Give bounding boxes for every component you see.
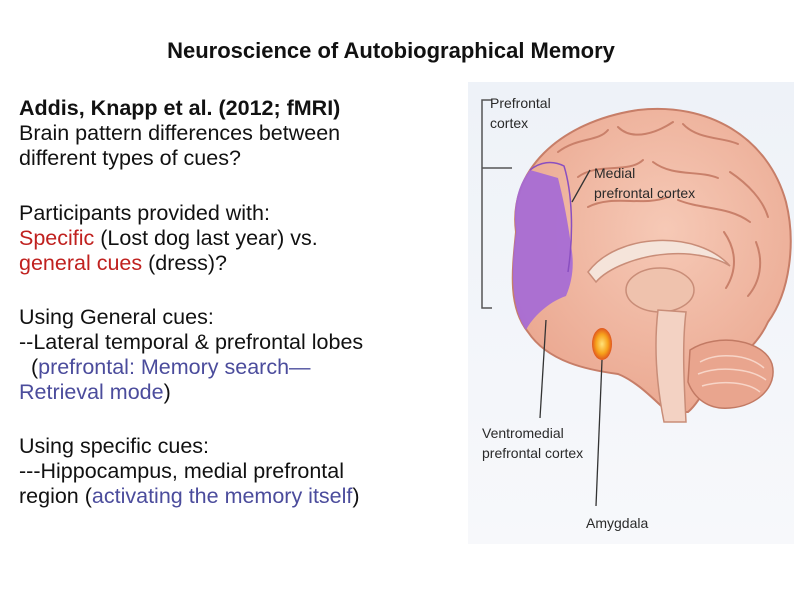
indent-open-paren: ( [19,355,39,379]
brain-illustration: Prefrontal cortex Medial prefrontal cort… [468,82,794,544]
prefrontal-region [512,170,573,330]
prefrontal-label-1: Prefrontal [490,95,551,111]
general-cues-line-3: Retrieval mode) [19,380,469,405]
study-block: Addis, Knapp et al. (2012; fMRI) Brain p… [19,96,469,171]
close-paren-2: ) [352,484,360,508]
general-label: general cues [19,251,143,275]
prefrontal-bracket [481,99,512,309]
general-line: general cues (dress)? [19,251,469,276]
gyri-pattern [557,121,769,297]
corpus-callosum [587,239,731,284]
study-question-line-2: different types of cues? [19,146,241,170]
general-cues-heading: Using General cues: [19,305,214,329]
specific-cues-heading: Using specific cues: [19,434,209,458]
general-example: (dress)? [142,251,227,275]
medial-pointer [571,169,591,203]
specific-example: (Lost dog last year) vs. [94,226,318,250]
medial-label-2: prefrontal cortex [594,185,695,201]
retrieval-mode: Retrieval mode [19,380,164,404]
specific-cues-line-1: ---Hippocampus, medial prefrontal [19,459,345,483]
close-paren: ) [163,380,171,404]
general-cues-line-2: (prefrontal: Memory search— [19,355,469,380]
ventromedial-pointer [539,319,547,419]
specific-line: Specific (Lost dog last year) vs. [19,226,469,251]
general-cues-line-1: --Lateral temporal & prefrontal lobes [19,330,364,354]
prefrontal-label-2: cortex [490,115,528,131]
amygdala-marker [592,328,612,360]
study-heading: Addis, Knapp et al. (2012; fMRI) [19,96,341,120]
medial-label-1: Medial [594,165,635,181]
activating-memory: activating the memory itself [91,484,353,508]
brainstem [655,309,687,423]
cerebellum [687,339,774,409]
participants-block: Participants provided with: Specific (Lo… [19,201,469,276]
ventromedial-label-2: prefrontal cortex [482,445,583,461]
amygdala-label: Amygdala [586,515,648,531]
participants-intro: Participants provided with: [19,201,270,225]
prefrontal-note: prefrontal: Memory search— [38,355,311,379]
specific-label: Specific [19,226,95,250]
ventromedial-label-1: Ventromedial [482,425,564,441]
cerebellum-folia [697,355,767,393]
slide-title: Neuroscience of Autobiographical Memory [167,38,615,63]
amygdala-pointer [595,359,603,507]
region-open: region ( [19,484,92,508]
general-cues-block: Using General cues: --Lateral temporal &… [19,305,469,405]
specific-cues-line-2: region (activating the memory itself) [19,484,469,509]
thalamus [625,267,695,313]
study-question-line-1: Brain pattern differences between [19,121,341,145]
specific-cues-block: Using specific cues: ---Hippocampus, med… [19,434,469,509]
